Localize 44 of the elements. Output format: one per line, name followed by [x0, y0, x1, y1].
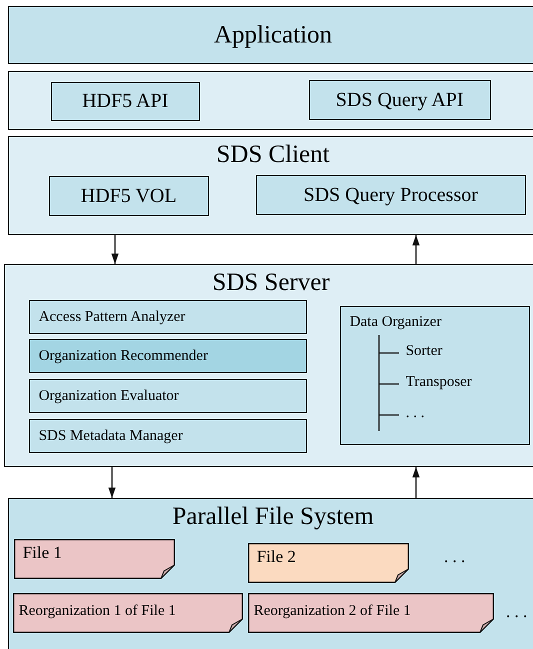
component-box: [28, 418, 307, 453]
layer-panel: [4, 264, 533, 467]
layer-panel: [8, 136, 533, 235]
file-note: [12, 592, 243, 633]
arrow: [111, 235, 119, 264]
box-label: Application: [212, 21, 334, 49]
box-label: HDF5 VOL: [80, 184, 178, 207]
box-label: File 2: [256, 548, 296, 566]
tree-item: Sorter: [406, 342, 442, 360]
arrow: [412, 235, 420, 264]
box-label: Organization Recommender: [38, 347, 208, 364]
component-box: [28, 378, 307, 413]
panel-title: Parallel File System: [171, 503, 375, 530]
box-label: File 1: [22, 544, 62, 562]
component-box: [50, 82, 200, 121]
panel-title: Data Organizer: [350, 314, 442, 330]
file-note: [14, 538, 175, 579]
component-panel: [340, 306, 530, 445]
box-label: Reorganization 2 of File 1: [254, 602, 411, 620]
arrow: [108, 467, 116, 498]
file-note: [248, 592, 494, 633]
tree-item: . . .: [406, 404, 424, 422]
box-label: SDS Query Processor: [302, 184, 479, 206]
tree-item: Transposer: [406, 374, 472, 390]
file-note: [248, 542, 409, 583]
component-box: [48, 176, 209, 216]
box-label: Access Pattern Analyzer: [38, 308, 186, 325]
panel-title: SDS Server: [211, 269, 331, 296]
empty-layer-band: [8, 71, 533, 130]
box-label: HDF5 API: [81, 90, 170, 112]
layer-panel: [8, 498, 533, 649]
box-label: Reorganization 1 of File 1: [18, 602, 176, 620]
box-label: SDS Query API: [334, 88, 465, 111]
box-label: SDS Metadata Manager: [38, 427, 183, 444]
component-box: [28, 300, 307, 334]
component-box: [28, 338, 307, 373]
panel-title: SDS Client: [215, 141, 331, 168]
ellipsis-text: . . .: [444, 548, 466, 567]
component-box: [308, 80, 491, 120]
ellipsis-text: . . .: [506, 603, 528, 622]
component-box: [256, 174, 526, 215]
layer-band: [8, 6, 533, 64]
box-label: Organization Evaluator: [38, 387, 179, 404]
arrow: [412, 467, 420, 498]
